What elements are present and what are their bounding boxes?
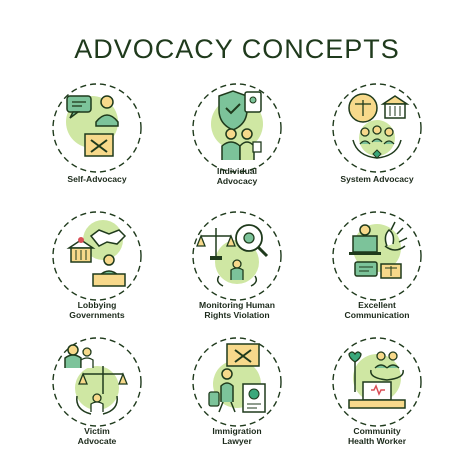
concept-card-individual-advocacy: Individual Advocacy <box>167 78 307 206</box>
concept-card-victim-advocate: Victim Advocate <box>27 332 167 458</box>
concept-label: Victim Advocate <box>77 426 117 446</box>
traveler-document-icon <box>192 337 282 427</box>
concept-label: Lobbying Governments <box>69 300 125 320</box>
speech-bubble-gavel-icon <box>52 83 142 173</box>
concept-card-self-advocacy: Self-Advocacy <box>27 78 167 206</box>
scales-building-people-icon <box>332 83 422 173</box>
concept-card-immigration-lawyer: Immigration Lawyer <box>167 332 307 458</box>
ok-hand-laptop-icon <box>332 211 422 301</box>
concept-label: Community Health Worker <box>347 426 407 446</box>
concept-grid: Self-Advocacy Individual Advocacy <box>27 78 447 458</box>
concept-card-system-advocacy: System Advocacy <box>307 78 447 206</box>
concept-label: Individual Advocacy <box>216 166 258 186</box>
concept-label: Excellent Communication <box>344 300 410 320</box>
concept-label: Immigration Lawyer <box>212 426 262 446</box>
concept-label: Monitoring Human Rights Violation <box>199 300 275 320</box>
page-title: ADVOCACY CONCEPTS <box>74 34 400 64</box>
concept-card-lobbying-governments: Lobbying Governments <box>27 206 167 332</box>
shield-check-person-icon <box>192 83 282 173</box>
heart-hands-people-icon <box>332 337 422 427</box>
concept-label: System Advocacy <box>340 174 414 184</box>
scales-hands-people-icon <box>52 337 142 427</box>
concept-card-monitoring-human-rights: Monitoring Human Rights Violation <box>167 206 307 332</box>
concept-card-community-health-worker: Community Health Worker <box>307 332 447 458</box>
magnifier-scales-icon <box>192 211 282 301</box>
handshake-building-icon <box>52 211 142 301</box>
concept-label: Self-Advocacy <box>67 174 127 184</box>
concept-card-excellent-communication: Excellent Communication <box>307 206 447 332</box>
